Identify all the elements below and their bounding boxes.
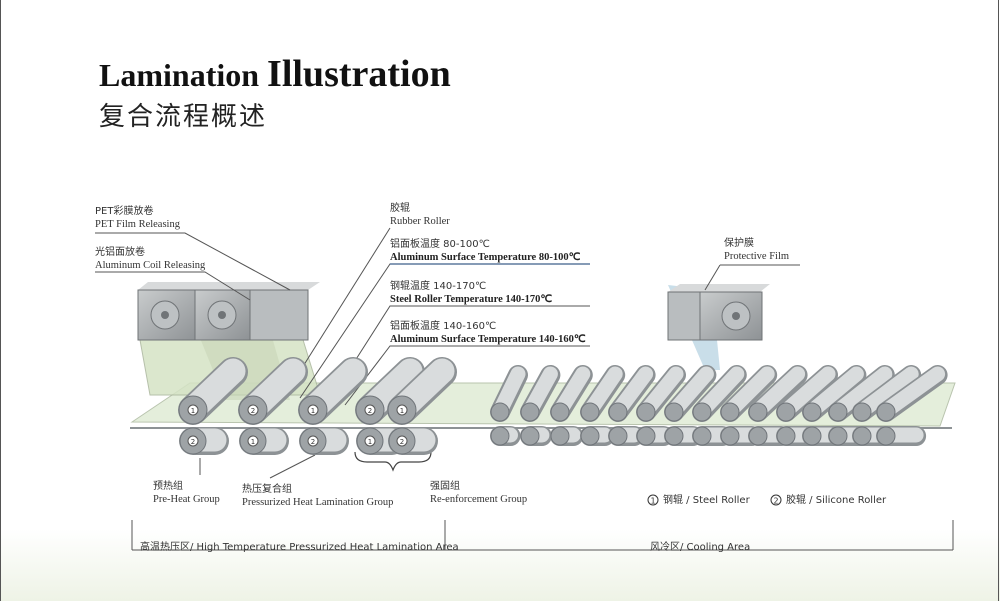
aluminum-coil-label-cn: 光铝面放卷 — [95, 247, 145, 258]
cooling-roller-bottom-4 — [580, 426, 615, 446]
cooling-roller-top-11 — [776, 365, 838, 422]
roller-number: 2 — [400, 438, 404, 446]
cooling-roller-bottom-9 — [720, 426, 762, 446]
preheat-group-label: 预热组 Pre-Heat Group — [153, 480, 220, 506]
roller-bottom-2: 1 — [239, 427, 289, 455]
aluminum-release-box — [194, 282, 320, 341]
zone-cool-label: 风冷区/ Cooling Area — [650, 538, 750, 553]
roller-number: 1 — [400, 407, 404, 415]
roller-bottom-3: 2 — [299, 427, 349, 455]
cooling-roller-bottom-1 — [490, 426, 521, 446]
pet-release-box — [137, 282, 210, 341]
legend-silicone-text: 胶辊 / Silicone Roller — [786, 495, 887, 506]
pressurized-group-label-en: Pressurized Heat Lamination Group — [242, 497, 394, 508]
temp-3-label-en: Aluminum Surface Temperature 140-160℃ — [390, 334, 586, 345]
cooling-roller-top-4 — [580, 365, 626, 422]
cooling-roller-top-7 — [664, 365, 717, 422]
temp-1-label: 铝面板温度 80-100℃ Aluminum Surface Temperatu… — [390, 238, 580, 264]
roller-top-1: 1 — [178, 357, 248, 425]
roller-top-4: 2 — [355, 357, 425, 425]
cooling-roller-bottom-5 — [608, 426, 645, 446]
roller-number: 1 — [311, 407, 315, 415]
temp-3-label-cn: 铝面板温度 140-160℃ — [390, 321, 497, 332]
protective-film-label-en: Protective Film — [724, 251, 790, 262]
legend-silicone-roller: 胶辊 / Silicone Roller — [786, 494, 886, 507]
title-word-1: Lamination — [99, 57, 260, 93]
rubber-roller-label-cn: 胶辊 — [390, 203, 410, 214]
roller-number: 1 — [251, 438, 255, 446]
cooling-roller-top-12 — [802, 365, 867, 422]
cooling-roller-top-1 — [490, 365, 528, 422]
cooling-roller-top-13 — [828, 365, 895, 422]
temp-1-label-cn: 铝面板温度 80-100℃ — [390, 239, 490, 250]
cooling-roller-top-3 — [550, 365, 593, 422]
protective-film-box — [667, 284, 770, 341]
cooling-roller-top-15 — [876, 365, 948, 422]
pressurized-group-label-cn: 热压复合组 — [242, 484, 292, 495]
legend-silicone-symbol: 2 — [770, 494, 782, 506]
page-title: Lamination Illustration — [99, 52, 451, 96]
zone-hot-label: 高温热压区/ High Temperature Pressurized Heat… — [140, 538, 459, 553]
rubber-roller-label-en: Rubber Roller — [390, 216, 450, 227]
temp-2-label-en: Steel Roller Temperature 140-170℃ — [390, 294, 553, 305]
reinforcement-group-label-cn: 强固组 — [430, 481, 460, 492]
preheat-group-label-en: Pre-Heat Group — [153, 494, 220, 505]
cooling-roller-bottom-3 — [550, 426, 584, 446]
left-frame-line — [0, 0, 1, 601]
aluminum-coil-label: 光铝面放卷 Aluminum Coil Releasing — [95, 246, 205, 272]
legend-steel-text: 钢辊 / Steel Roller — [663, 495, 750, 506]
cooling-roller-top-9 — [720, 365, 778, 422]
temp-2-label-cn: 钢辊温度 140-170℃ — [390, 281, 487, 292]
reinforcement-group-label: 强固组 Re-enforcement Group — [430, 480, 527, 506]
cooling-roller-top-2 — [520, 365, 561, 422]
zone-cool-text: 风冷区/ Cooling Area — [650, 542, 751, 553]
roller-number: 1 — [368, 438, 372, 446]
legend-steel-roller: 钢辊 / Steel Roller — [663, 494, 750, 507]
cooling-roller-top-10 — [748, 365, 808, 422]
roller-number: 2 — [191, 438, 195, 446]
reinforcement-group-label-en: Re-enforcement Group — [430, 494, 528, 505]
zone-brackets — [131, 520, 954, 551]
roller-number: 2 — [311, 438, 315, 446]
title-word-2: Illustration — [267, 53, 451, 95]
cooling-roller-top-5 — [608, 365, 656, 422]
pet-film-label-en: PET Film Releasing — [95, 219, 180, 230]
preheat-group-label-cn: 预热组 — [153, 481, 183, 492]
cooling-roller-top-8 — [692, 365, 747, 422]
protective-film-label: 保护膜 Protective Film — [724, 237, 789, 263]
svg-text:2: 2 — [773, 497, 778, 506]
pressurized-group-label: 热压复合组 Pressurized Heat Lamination Group — [242, 483, 393, 509]
cooling-roller-top-6 — [636, 365, 686, 422]
right-frame-line — [998, 0, 999, 601]
temp-3-label: 铝面板温度 140-160℃ Aluminum Surface Temperat… — [390, 320, 586, 346]
cooling-roller-top-14 — [852, 365, 922, 422]
zone-hot-text: 高温热压区/ High Temperature Pressurized Heat… — [140, 542, 459, 553]
cooling-roller-bottom-15 — [876, 426, 927, 446]
temp-2-label: 钢辊温度 140-170℃ Steel Roller Temperature 1… — [390, 280, 552, 306]
cooling-roller-bottom-6 — [636, 426, 674, 446]
pet-film-label-cn: PET彩膜放卷 — [95, 206, 154, 217]
roller-bottom-5: 2 — [388, 427, 438, 455]
roller-top-5: 1 — [387, 357, 457, 425]
cooling-roller-bottom-2 — [520, 426, 552, 446]
roller-number: 2 — [251, 407, 255, 415]
protective-film-label-cn: 保护膜 — [724, 238, 754, 249]
roller-bottom-1: 2 — [179, 427, 229, 455]
rubber-roller-label: 胶辊 Rubber Roller — [390, 202, 450, 228]
aluminum-coil-label-en: Aluminum Coil Releasing — [95, 260, 206, 271]
legend-steel-symbol: 1 — [647, 494, 659, 506]
cooling-roller-bottom-7 — [664, 426, 703, 446]
roller-top-2: 2 — [238, 357, 308, 425]
roller-bottom-4: 1 — [356, 427, 406, 455]
roller-number: 1 — [191, 407, 195, 415]
cooling-roller-bottom-8 — [692, 426, 733, 446]
roller-number: 2 — [368, 407, 372, 415]
roller-top-3: 1 — [298, 357, 368, 425]
page-title-cn: 复合流程概述 — [99, 102, 268, 132]
temp-1-label-en: Aluminum Surface Temperature 80-100℃ — [390, 252, 581, 263]
pet-film-label: PET彩膜放卷 PET Film Releasing — [95, 205, 180, 231]
svg-text:1: 1 — [650, 497, 655, 506]
reinforcement-brace — [354, 451, 432, 472]
